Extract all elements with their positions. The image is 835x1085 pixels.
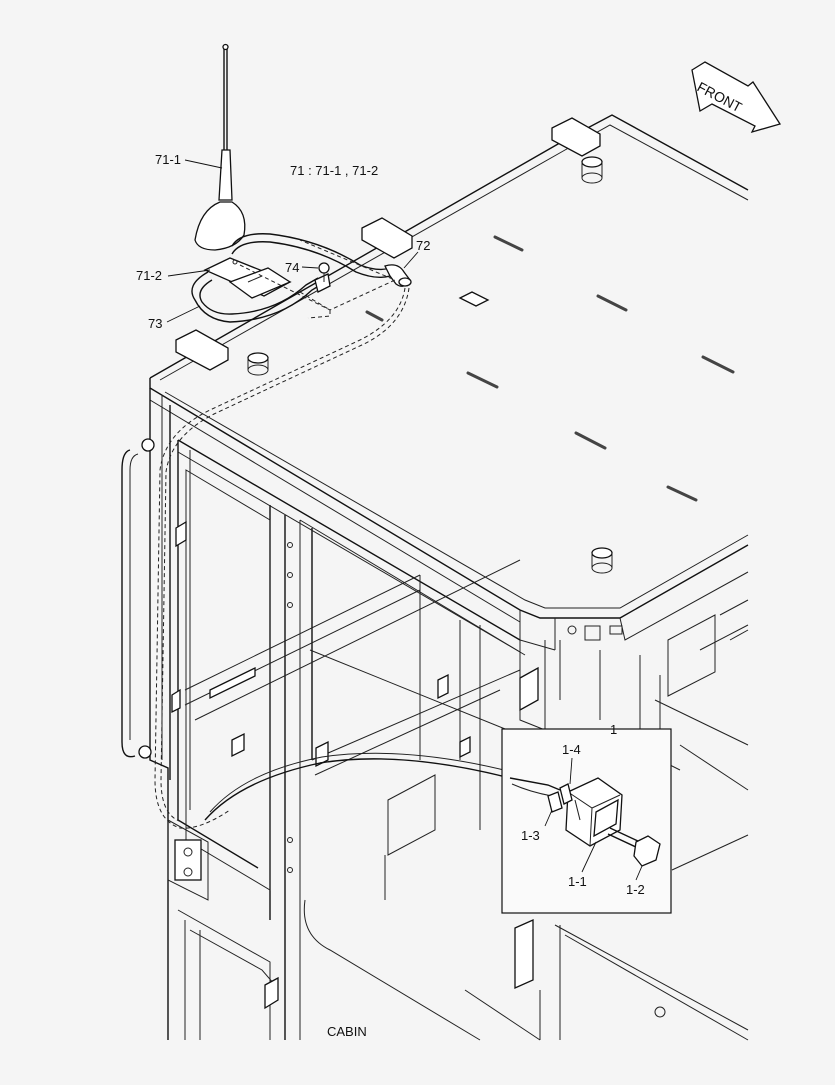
bracket-1-4 [559,783,573,805]
main-leaders [166,159,419,323]
callout-72: 72 [416,238,430,253]
cable-route [154,287,406,829]
cabin-caption: CABIN [327,1024,367,1039]
cab-frame [121,388,749,1041]
plug-1-3 [547,791,563,813]
inset-frame [501,728,672,914]
callout-1-1: 1-1 [568,874,587,889]
callout-71-1: 71-1 [155,152,181,167]
antenna-cable-73 [231,233,391,271]
callout-74: 74 [285,260,299,275]
connector-1-2 [633,835,661,867]
cab-roof [149,114,749,651]
callout-1-4: 1-4 [562,742,581,757]
front-arrow: FRONT [691,61,782,134]
callout-1-3: 1-3 [521,828,540,843]
callout-73: 73 [148,316,162,331]
nut-74 [318,262,330,274]
antenna-assembly [154,43,561,829]
inset-title: 1 [610,722,617,737]
callout-71-2: 71-2 [136,268,162,283]
callout-1-2: 1-2 [626,882,645,897]
antenna-base [194,201,246,251]
assembly-note: 71 : 71-1 , 71-2 [290,163,378,178]
radio-cable [204,758,561,821]
radio-inset: 1 1-4 1-3 1-1 1-2 [501,722,672,914]
